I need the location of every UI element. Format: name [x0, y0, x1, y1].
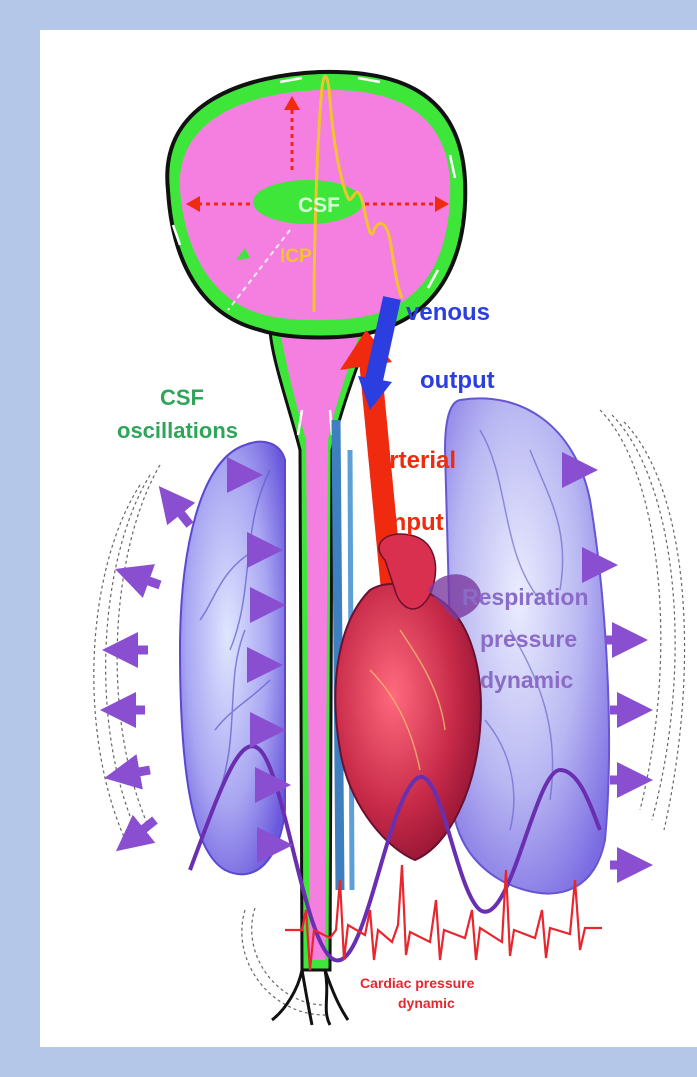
pressure-label: pressure — [480, 626, 577, 652]
venous-label: venous — [406, 299, 490, 326]
dynamic-label: dynamic — [480, 667, 574, 693]
input-label: input — [385, 509, 444, 536]
csf-dynamics-diagram: CSF ICP venous output CSF oscillations A… — [40, 30, 697, 1047]
csf-oscillations-label-line2: oscillations — [117, 418, 238, 443]
icp-label: ICP — [280, 246, 312, 267]
csf-label: CSF — [298, 194, 340, 217]
arterial-label: Arterial — [372, 447, 456, 474]
respiration-label: Respiration — [462, 584, 589, 610]
heart — [335, 534, 481, 860]
csf-oscillations-label-line1: CSF — [160, 385, 204, 410]
output-label: output — [420, 367, 495, 394]
cardiac-label-line2: dynamic — [398, 995, 455, 1011]
field-lines-right — [600, 410, 685, 830]
cardiac-label-line1: Cardiac pressure — [360, 975, 475, 991]
figure-panel: CSF ICP venous output CSF oscillations A… — [40, 30, 697, 1047]
left-lung — [180, 442, 285, 875]
